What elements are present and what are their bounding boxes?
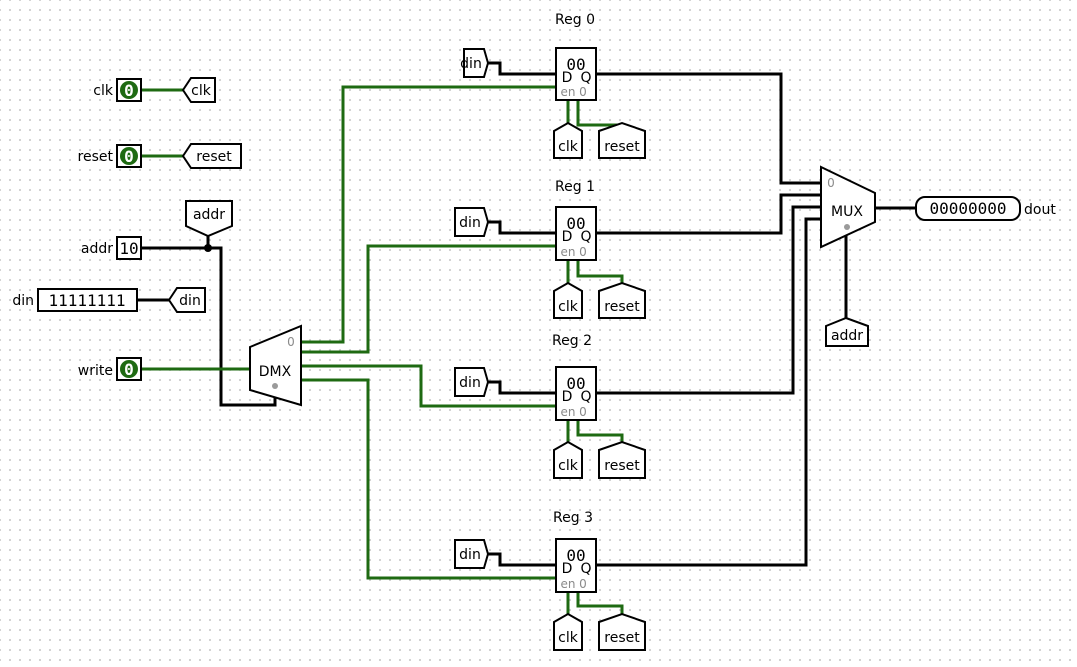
wire-junction: [204, 244, 212, 252]
output-label: dout: [1024, 202, 1056, 218]
input-pin-write[interactable]: write 0: [78, 357, 142, 381]
register-value: 00: [566, 55, 585, 74]
input-label-write: write: [78, 363, 113, 379]
svg-text:Q: Q: [580, 389, 591, 405]
demux[interactable]: DMX 0: [249, 324, 302, 407]
tunnel-reset: reset: [604, 299, 640, 315]
wire-dmx-out1: [301, 244, 556, 354]
svg-text:Q: Q: [580, 561, 591, 577]
svg-text:0: 0: [579, 85, 587, 99]
mux[interactable]: MUX 0: [820, 165, 876, 249]
register-value: 00: [566, 214, 585, 233]
wire-reg2-mux: [596, 205, 821, 395]
tunnel-clk: clk: [558, 630, 579, 646]
input-value-clk: 0: [124, 81, 134, 100]
tunnel-clk: clk: [558, 139, 579, 155]
register-title: Reg 0: [555, 12, 595, 28]
demux-select-zero: 0: [287, 335, 295, 349]
wire-reg3-mux: [596, 217, 821, 567]
input-pin-din[interactable]: din 11111111: [12, 288, 138, 312]
tunnel-clk[interactable]: clk: [181, 77, 216, 103]
register-1[interactable]: Reg 1 din 00 D Q en 0 clk reset: [454, 179, 646, 319]
svg-text:0: 0: [579, 577, 587, 591]
svg-text:en: en: [561, 577, 576, 591]
svg-text:din: din: [179, 293, 201, 309]
svg-text:en: en: [561, 85, 576, 99]
tunnel-addr-mux[interactable]: addr: [825, 316, 869, 347]
svg-text:reset: reset: [196, 149, 232, 165]
input-label-addr: addr: [81, 241, 113, 257]
tunnel-reset[interactable]: reset: [181, 143, 242, 169]
svg-text:D: D: [562, 229, 573, 245]
wire-din-reg3: [488, 552, 556, 567]
svg-text:0: 0: [579, 405, 587, 419]
register-title: Reg 1: [555, 179, 595, 195]
wire-dmx-out3: [301, 378, 556, 580]
tunnel-din: din: [459, 215, 481, 231]
wires: [137, 61, 916, 622]
tunnel-din: din: [459, 547, 481, 563]
demux-label: DMX: [259, 364, 292, 380]
svg-text:clk: clk: [191, 83, 212, 99]
register-value: 00: [566, 546, 585, 565]
register-title: Reg 3: [553, 510, 593, 526]
input-pin-reset[interactable]: reset 0: [78, 144, 142, 168]
mux-select-zero: 0: [827, 176, 835, 190]
svg-text:Q: Q: [580, 229, 591, 245]
svg-text:addr: addr: [193, 207, 225, 223]
tunnel-reset: reset: [604, 458, 640, 474]
input-pin-clk[interactable]: clk 0: [93, 78, 142, 102]
wire-din-reg1: [488, 220, 556, 235]
mux-label: MUX: [831, 204, 863, 220]
output-pin-dout[interactable]: 00000000 dout: [915, 196, 1056, 221]
wire-dmx-out0: [301, 85, 556, 344]
wire-dmx-out2: [301, 364, 556, 408]
output-value: 00000000: [929, 199, 1006, 218]
register-2[interactable]: Reg 2 din 00 D Q en 0 clk reset: [454, 333, 646, 479]
svg-text:D: D: [562, 561, 573, 577]
svg-text:D: D: [562, 70, 573, 86]
svg-text:en: en: [561, 405, 576, 419]
register-title: Reg 2: [552, 333, 592, 349]
input-label-din: din: [12, 293, 34, 309]
wire-addr-to-dmx: [208, 246, 277, 407]
svg-text:Q: Q: [580, 70, 591, 86]
wire-addr: [141, 236, 210, 250]
wire-din-reg0: [488, 61, 556, 76]
register-3[interactable]: Reg 3 din 00 D Q en 0 clk reset: [454, 510, 646, 651]
input-value-din: 11111111: [48, 291, 125, 310]
tunnel-din: din: [460, 56, 482, 72]
input-label-reset: reset: [78, 149, 114, 165]
wire-din-reg2: [488, 380, 556, 395]
input-value-write: 0: [124, 360, 134, 379]
svg-text:D: D: [562, 389, 573, 405]
tunnel-reset: reset: [604, 630, 640, 646]
svg-text:0: 0: [579, 245, 587, 259]
tunnel-reset: reset: [604, 139, 640, 155]
tunnel-clk: clk: [558, 299, 579, 315]
tunnel-clk: clk: [558, 458, 579, 474]
input-value-addr: 10: [119, 239, 138, 258]
svg-text:addr: addr: [831, 328, 863, 344]
tunnel-addr[interactable]: addr: [185, 200, 233, 238]
input-value-reset: 0: [124, 147, 134, 166]
svg-text:en: en: [561, 245, 576, 259]
wire-reg0-mux: [596, 72, 821, 185]
tunnel-din[interactable]: din: [167, 287, 206, 313]
tunnel-din: din: [459, 375, 481, 391]
input-label-clk: clk: [93, 83, 114, 99]
wire-reg1-mux: [596, 193, 821, 235]
input-pin-addr[interactable]: addr 10: [81, 236, 142, 260]
register-0[interactable]: Reg 0 din 00 D Q en 0 clk reset: [460, 12, 646, 159]
register-value: 00: [566, 374, 585, 393]
